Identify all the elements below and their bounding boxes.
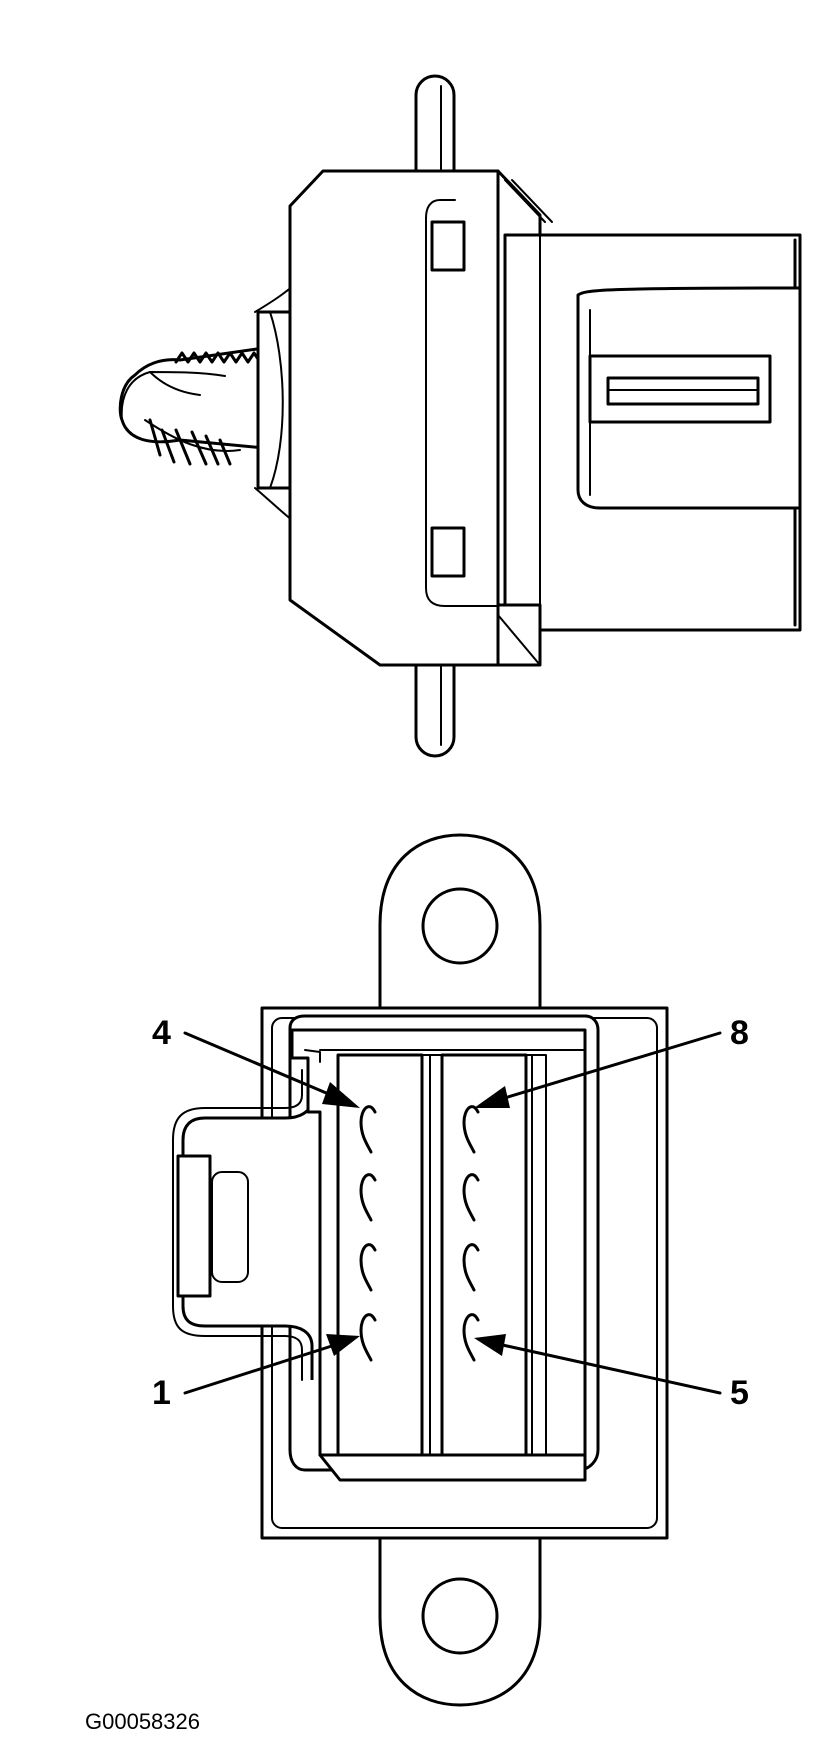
pin-label-4: 4 bbox=[152, 1014, 171, 1052]
top-mounting-hole bbox=[421, 887, 499, 965]
callout-line-5 bbox=[496, 1342, 722, 1395]
pin-terminals bbox=[359, 1105, 480, 1362]
pin-label-8: 8 bbox=[730, 1014, 749, 1052]
pin-callouts bbox=[183, 1031, 722, 1395]
switch-housing bbox=[288, 169, 500, 667]
pin-label-1: 1 bbox=[152, 1374, 171, 1412]
pin-terminal-1 bbox=[359, 1313, 377, 1362]
lower-latch-slot bbox=[430, 526, 466, 578]
switch-side-view bbox=[118, 74, 802, 758]
bottom-mounting-hole bbox=[421, 1577, 499, 1655]
pin-label-5: 5 bbox=[730, 1374, 749, 1412]
pin-terminal-6 bbox=[462, 1243, 480, 1292]
pin-terminal-2 bbox=[359, 1243, 377, 1292]
callout-arrowhead-8 bbox=[474, 1086, 510, 1108]
pin-terminal-8 bbox=[462, 1105, 480, 1154]
pin-terminal-5 bbox=[462, 1313, 480, 1362]
key-latch bbox=[176, 1154, 212, 1298]
callout-line-4 bbox=[183, 1031, 340, 1100]
pin-column-right bbox=[440, 1053, 528, 1457]
pin-terminal-7 bbox=[462, 1173, 480, 1222]
upper-latch-slot bbox=[430, 220, 466, 272]
pin-terminal-3 bbox=[359, 1173, 377, 1222]
pin-column-left bbox=[336, 1053, 424, 1457]
pin-terminal-4 bbox=[359, 1105, 377, 1154]
figure-id: G00058326 bbox=[85, 1709, 200, 1734]
callout-arrowhead-4 bbox=[322, 1082, 360, 1108]
connector-face-view: 4 8 1 5 bbox=[152, 833, 749, 1707]
callout-arrowhead-5 bbox=[474, 1334, 506, 1356]
callout-arrowhead-1 bbox=[326, 1334, 360, 1356]
callout-line-1 bbox=[183, 1342, 340, 1395]
callout-line-8 bbox=[496, 1031, 722, 1102]
